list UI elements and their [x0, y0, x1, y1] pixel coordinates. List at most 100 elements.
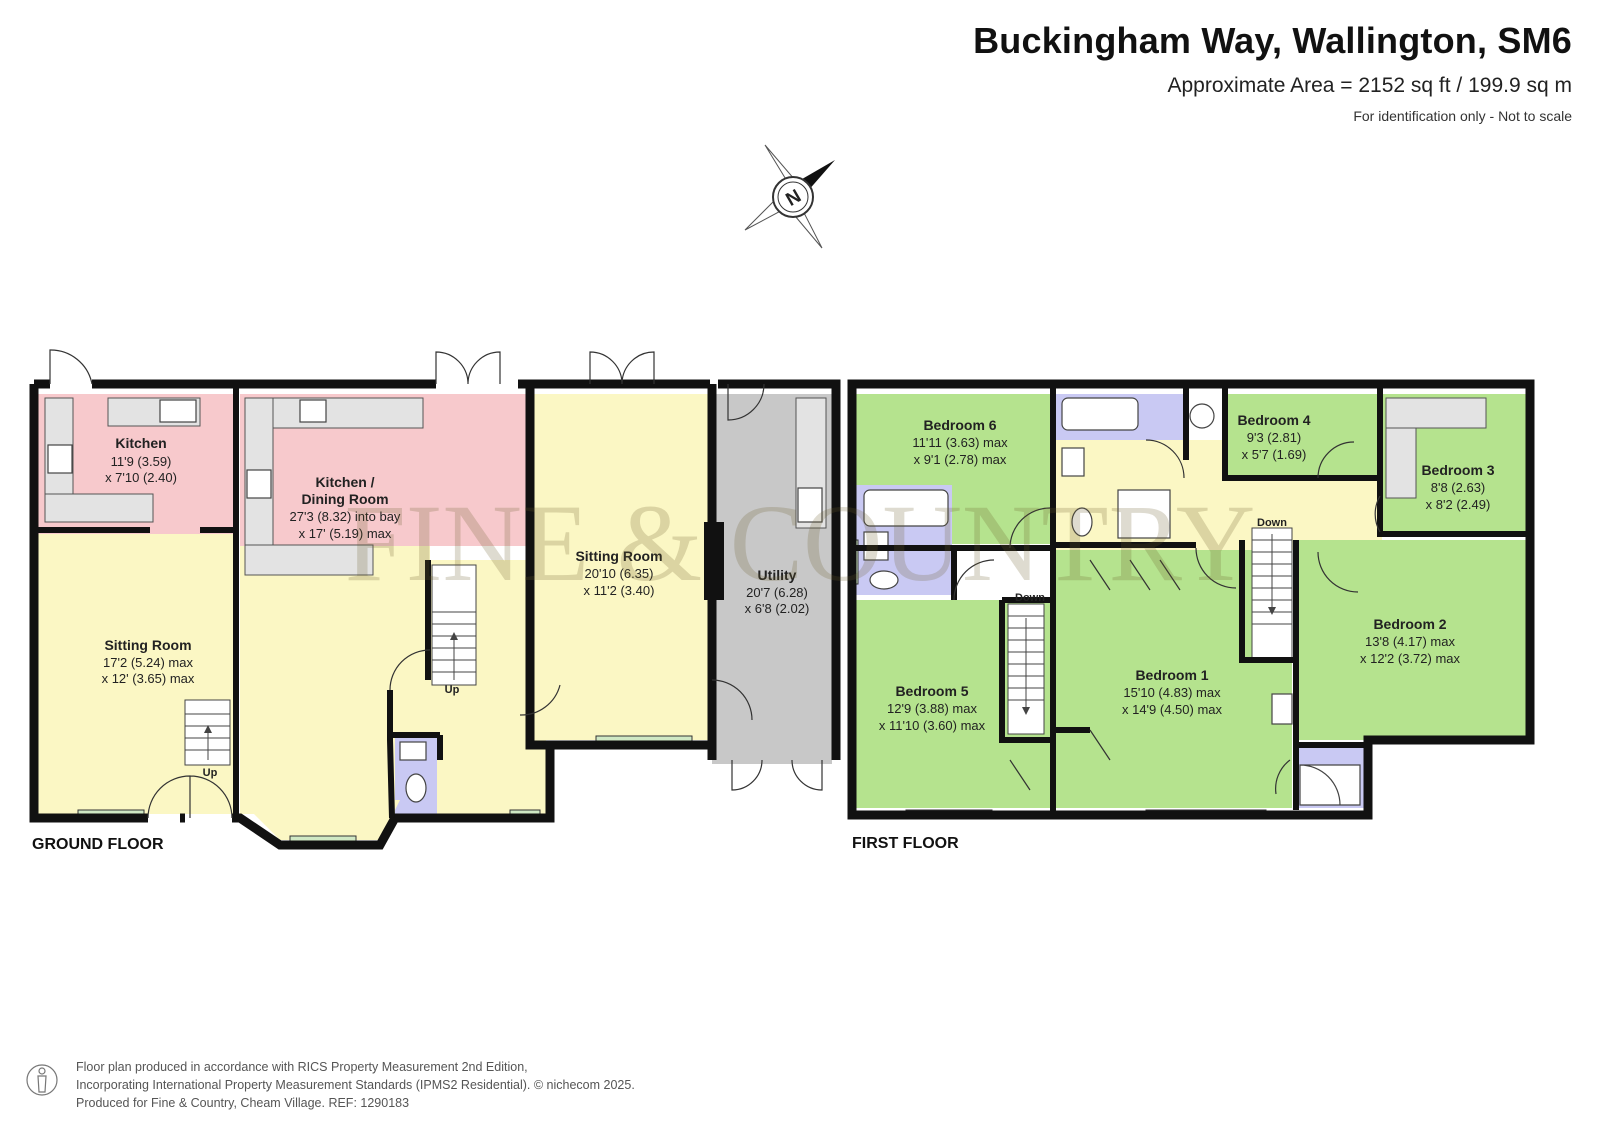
room-dims-bedroom-5: x 11'10 (3.60) max [879, 718, 986, 733]
footer-line: Produced for Fine & Country, Cheam Villa… [76, 1096, 410, 1110]
toilet-icon [405, 773, 427, 803]
property-title: Buckingham Way, Wallington, SM6 [973, 20, 1572, 61]
room-name-kitchen-dining: Kitchen / [315, 474, 374, 490]
door [1374, 495, 1381, 533]
bath-icon [1061, 397, 1139, 431]
basin-icon [1061, 447, 1085, 477]
wardrobe-door [1009, 729, 1111, 791]
room-dims-bedroom-3: 8'8 (2.63) [1431, 480, 1486, 495]
room-dims-bedroom-4: x 5'7 (1.69) [1242, 447, 1307, 462]
staircase [184, 699, 231, 766]
header: Buckingham Way, Wallington, SM6 Approxim… [973, 20, 1572, 124]
room-name-kitchen: Kitchen [115, 435, 166, 451]
sink-icon [299, 399, 327, 423]
room-name-kitchen-dining: Dining Room [301, 491, 388, 507]
kitchen-counter [244, 544, 374, 576]
room-name-bedroom-5: Bedroom 5 [895, 683, 968, 699]
room-fill-bedroom-2 [1296, 540, 1526, 740]
door [711, 679, 753, 721]
room-dims-bedroom-6: 11'11 (3.63) max [912, 435, 1008, 450]
identification-note: For identification only - Not to scale [1353, 108, 1572, 124]
stairs-up-label: Up [203, 767, 218, 779]
door [1275, 759, 1291, 795]
staircase [1007, 603, 1045, 735]
room-dims-bedroom-1: 15'10 (4.83) max [1123, 685, 1221, 700]
room-dims-sitting-room: 17'2 (5.24) max [103, 655, 193, 670]
sink-icon [797, 487, 823, 523]
shower-icon [1299, 764, 1361, 806]
room-dims-bedroom-4: 9'3 (2.81) [1247, 430, 1302, 445]
cylinder-cupboard [1189, 403, 1215, 429]
stairs-up-label: Up [445, 684, 460, 696]
room-dims-bedroom-3: x 8'2 (2.49) [1426, 497, 1491, 512]
french-door [731, 759, 823, 791]
room-name-bedroom-4: Bedroom 4 [1237, 412, 1310, 428]
staircase [1251, 527, 1293, 659]
room-name-sitting-room-2: Sitting Room [575, 548, 662, 564]
stairs-down-label: Down [1257, 517, 1287, 529]
room-dims-utility: 20'7 (6.28) [746, 585, 808, 600]
room-name-bedroom-2: Bedroom 2 [1373, 616, 1446, 632]
door [1317, 551, 1359, 593]
bath-icon [863, 489, 949, 527]
room-name-bedroom-6: Bedroom 6 [923, 417, 996, 433]
basin-icon [399, 741, 427, 761]
room-dims-kitchen: x 7'10 (2.40) [105, 470, 177, 485]
kitchen-counter [244, 397, 424, 429]
room-name-sitting-room: Sitting Room [104, 637, 191, 653]
basin-icon [1271, 693, 1293, 725]
room-dims-bedroom-2: x 12'2 (3.72) max [1360, 651, 1461, 666]
first-floor-plan: Bedroom 6 11'11 (3.63) max x 9'1 (2.78) … [847, 379, 1535, 820]
toilet-icon [1071, 507, 1093, 537]
sink-icon [159, 399, 197, 423]
room-dims-sitting-room: x 12' (3.65) max [102, 671, 195, 686]
room-fill-sitting-room-1 [38, 534, 234, 814]
room-fill-bay [240, 800, 400, 840]
room-name-utility: Utility [758, 567, 797, 583]
stairs-down-label: Down [1015, 592, 1045, 604]
shower-icon [1117, 489, 1171, 539]
door [953, 559, 995, 601]
hob-icon [246, 469, 272, 499]
door [1317, 441, 1355, 479]
room-fill-sitting-room-2 [530, 394, 708, 740]
footer-line: Incorporating International Property Mea… [76, 1078, 635, 1092]
door [1009, 507, 1051, 549]
footer-line: Floor plan produced in accordance with R… [76, 1060, 528, 1074]
french-door [589, 351, 655, 385]
room-dims-utility: x 6'8 (2.02) [745, 601, 810, 616]
person-icon [26, 1064, 58, 1096]
room-dims-sitting-room-2: x 11'2 (3.40) [584, 583, 655, 598]
room-dims-kitchen-dining: x 17' (5.19) max [299, 526, 392, 541]
first-floor-label: FIRST FLOOR [852, 835, 959, 852]
wardrobe [1385, 397, 1487, 429]
room-dims-bedroom-1: x 14'9 (4.50) max [1122, 702, 1223, 717]
kitchen-counter [44, 493, 154, 523]
french-door [435, 351, 501, 385]
hob-icon [47, 444, 73, 474]
watermark-logo: FINE & COUNTRY [345, 482, 1256, 604]
room-dims-kitchen: 11'9 (3.59) [111, 454, 172, 469]
chimney-breast [704, 522, 724, 600]
room-dims-bedroom-5: 12'9 (3.88) max [887, 701, 977, 716]
door [1195, 547, 1237, 589]
room-name-bedroom-1: Bedroom 1 [1135, 667, 1208, 683]
front-door [147, 775, 233, 819]
door [727, 383, 765, 421]
room-dims-kitchen-dining: 27'3 (8.32) into bay [290, 509, 401, 524]
door [1145, 439, 1185, 479]
door [49, 349, 93, 385]
staircase [431, 564, 477, 686]
door [519, 684, 561, 716]
compass-icon: N [744, 144, 835, 249]
room-fill-bedroom-4 [1228, 394, 1378, 478]
room-name-bedroom-3: Bedroom 3 [1421, 462, 1494, 478]
ground-floor-label: GROUND FLOOR [32, 836, 164, 853]
wardrobe-door [1089, 559, 1181, 591]
approximate-area: Approximate Area = 2152 sq ft / 199.9 sq… [1167, 74, 1573, 97]
room-dims-sitting-room-2: 20'10 (6.35) [585, 566, 654, 581]
footer: Floor plan produced in accordance with R… [76, 1058, 635, 1112]
door [389, 649, 431, 691]
room-dims-bedroom-6: x 9'1 (2.78) max [914, 452, 1007, 467]
